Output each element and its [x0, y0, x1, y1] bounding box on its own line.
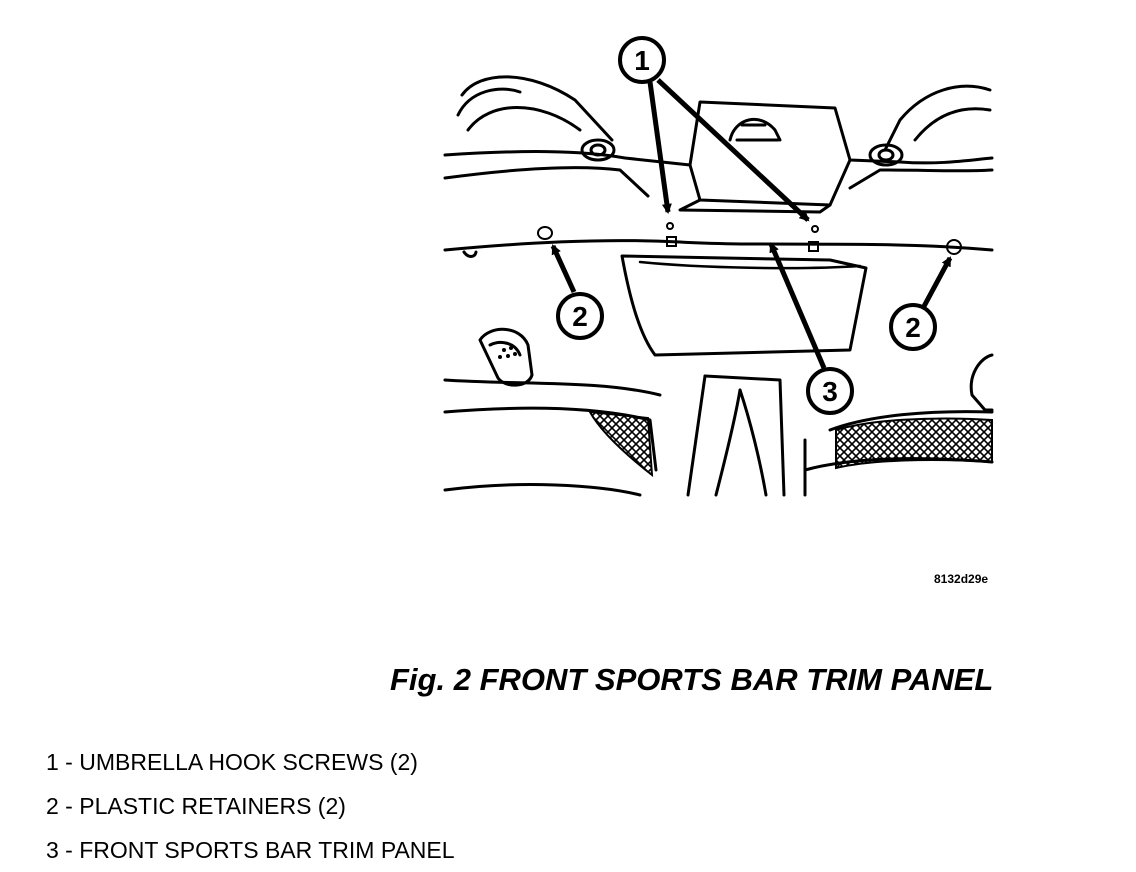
- figure-caption: Fig. 2 FRONT SPORTS BAR TRIM PANEL: [390, 662, 994, 697]
- hook-mount-left: [666, 236, 677, 247]
- left-seat-mesh: [588, 410, 654, 478]
- svg-text:2: 2: [905, 312, 921, 343]
- callout-2-right: 2: [889, 303, 937, 351]
- legend-item: 3 - FRONT SPORTS BAR TRIM PANEL: [46, 837, 455, 863]
- legend-item: 2 - PLASTIC RETAINERS (2): [46, 793, 346, 819]
- callout-1: 1: [618, 36, 666, 84]
- svg-text:3: 3: [822, 376, 838, 407]
- figure-image-id: 8132d29e: [934, 572, 989, 586]
- umbrella-hook-screw-left: [666, 222, 674, 230]
- svg-text:2: 2: [572, 301, 588, 332]
- leader-arrows: [550, 78, 953, 369]
- trim-panel-illustration: 1 2 2 3: [443, 36, 994, 497]
- svg-text:1: 1: [634, 45, 650, 76]
- speaker-grille: [498, 346, 517, 359]
- screw-markers: [666, 222, 819, 252]
- legend-item: 1 - UMBRELLA HOOK SCREWS (2): [46, 749, 418, 775]
- plastic-retainer-right: [946, 239, 962, 255]
- headliner-drawing: [443, 75, 994, 497]
- parts-legend: 1 - UMBRELLA HOOK SCREWS (2) 2 - PLASTIC…: [46, 740, 455, 872]
- arrow-1-left: [647, 81, 672, 214]
- umbrella-hook-screw-right: [811, 225, 819, 233]
- arrow-1-right: [656, 78, 810, 222]
- callout-2-left: 2: [556, 292, 604, 340]
- arrow-2-left: [550, 244, 577, 294]
- retainer-markers: [537, 226, 962, 255]
- arrow-2-right: [919, 256, 953, 312]
- arrow-3: [768, 242, 827, 369]
- callout-3: 3: [806, 367, 854, 415]
- hook-mount-right: [808, 241, 819, 252]
- right-seat-mesh: [835, 417, 993, 470]
- plastic-retainer-left: [537, 226, 553, 240]
